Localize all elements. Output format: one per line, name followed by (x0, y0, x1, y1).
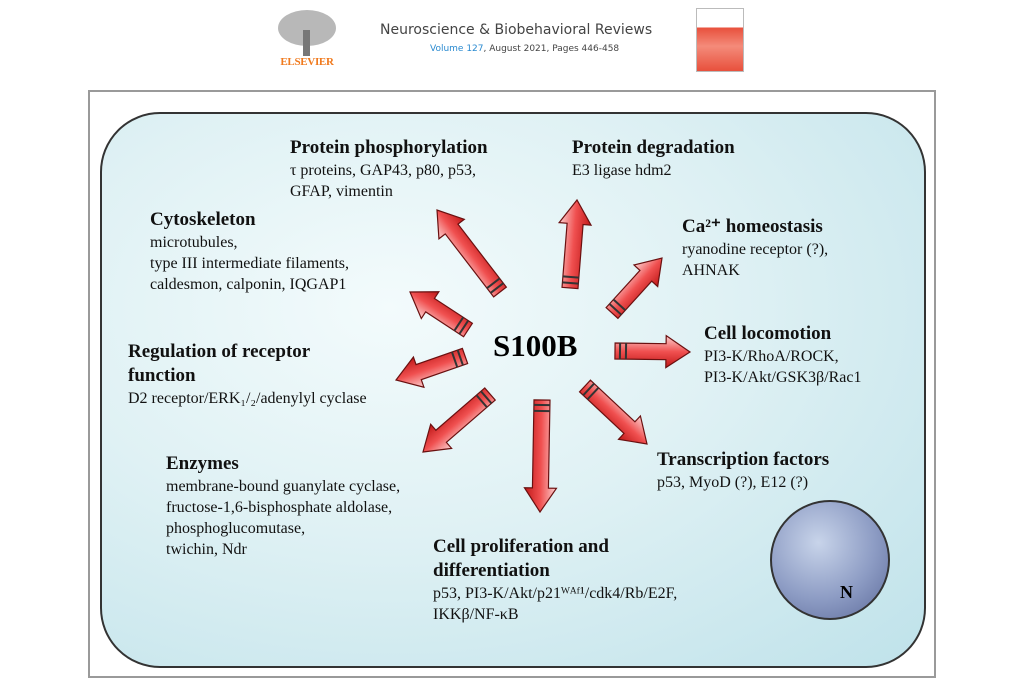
arrow-phosphorylation (436, 209, 508, 298)
journal-title[interactable]: Neuroscience & Biobehavioral Reviews (380, 22, 653, 38)
nucleus (770, 500, 890, 620)
journal-issue-info: Volume 127, August 2021, Pages 446-458 (430, 44, 619, 54)
arrow-cytoskeleton (409, 291, 474, 338)
arrow-transcription (578, 379, 648, 445)
arrow-enzymes (422, 387, 497, 453)
issue-details: , August 2021, Pages 446-458 (483, 44, 620, 54)
arrow-receptor (394, 347, 469, 389)
arrow-degradation (557, 198, 593, 290)
nucleus-label: N (840, 582, 853, 602)
volume-link[interactable]: Volume 127 (430, 44, 484, 54)
arrow-locomotion (614, 334, 692, 369)
arrow-ca-homeostasis (605, 257, 663, 320)
publisher-logo-text: ELSEVIER (280, 56, 334, 68)
arrow-proliferation (523, 399, 558, 514)
elsevier-tree-logo (276, 8, 338, 72)
center-protein-label: S100B (493, 328, 578, 363)
journal-cover-thumbnail[interactable] (696, 8, 744, 72)
